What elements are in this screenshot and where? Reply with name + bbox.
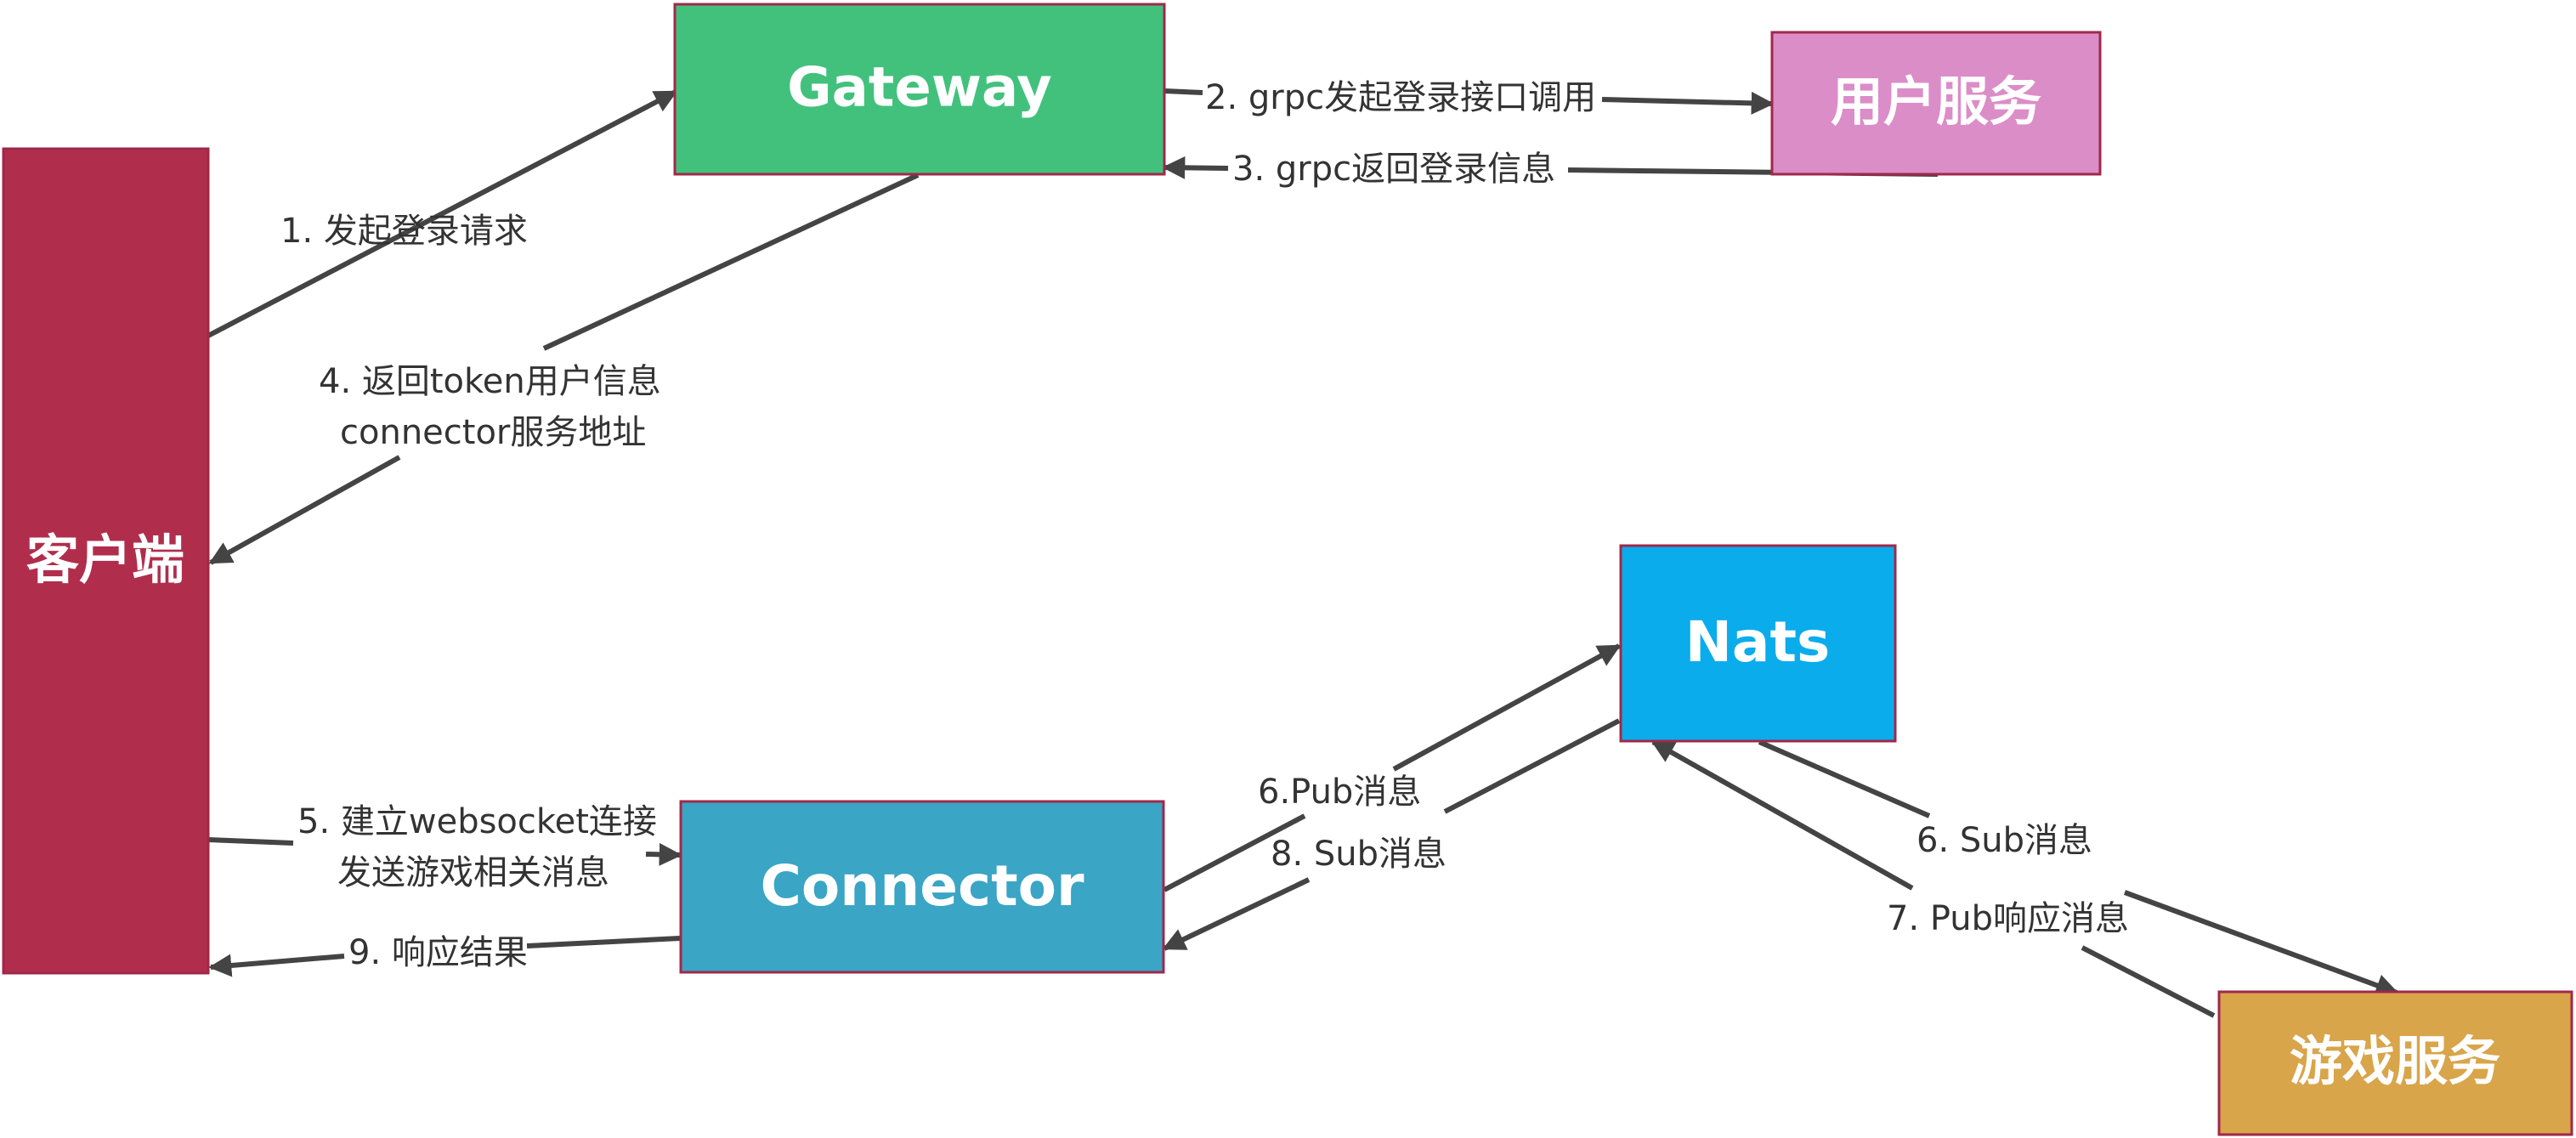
edge-9-response-result — [208, 936, 681, 977]
edge-3-label: 3. grpc返回登录信息 — [1232, 150, 1555, 189]
edge-4-label-line1: 4. 返回token用户信息 — [319, 362, 661, 401]
game-service-label: 游戏服务 — [2290, 1030, 2500, 1092]
user-service-node: 用户服务 — [1770, 31, 2102, 176]
edge-1-label: 1. 发起登录请求 — [280, 212, 528, 251]
edge-6-sub-message — [1758, 739, 2399, 997]
edge-5-label-line2: 发送游戏相关消息 — [337, 853, 609, 892]
nats-label: Nats — [1685, 609, 1831, 675]
edge-5-websocket-connect — [207, 837, 682, 866]
edge-4-label-line2: connector服务地址 — [340, 413, 646, 452]
game-service-node: 游戏服务 — [2217, 990, 2573, 1136]
client-node: 客户端 — [2, 147, 210, 975]
gateway-node: Gateway — [673, 3, 1166, 176]
edge-2-grpc-login-call — [1163, 88, 1775, 115]
edge-6-pub-message — [1163, 643, 1622, 892]
gateway-label: Gateway — [787, 57, 1052, 120]
connector-label: Connector — [760, 853, 1084, 919]
nats-node: Nats — [1619, 544, 1897, 743]
edge-5-label-line1: 5. 建立websocket连接 — [297, 802, 657, 841]
edge-8-sub-message — [1162, 718, 1621, 951]
connector-node: Connector — [679, 800, 1165, 974]
edge-2-label: 2. grpc发起登录接口调用 — [1205, 78, 1596, 117]
edge-9-label: 9. 响应结果 — [348, 933, 528, 972]
edge-6-sub-label: 6. Sub消息 — [1916, 821, 2092, 860]
edge-1-login-request — [207, 89, 678, 338]
edge-8-sub-label: 8. Sub消息 — [1271, 835, 1447, 874]
client-label: 客户端 — [26, 529, 184, 591]
edge-4-return-token — [208, 173, 920, 565]
edge-7-pub-response — [1650, 739, 2216, 1018]
edge-6-pub-label: 6.Pub消息 — [1258, 773, 1421, 812]
edge-7-pub-label: 7. Pub响应消息 — [1887, 899, 2129, 938]
user-service-label: 用户服务 — [1831, 71, 2041, 133]
